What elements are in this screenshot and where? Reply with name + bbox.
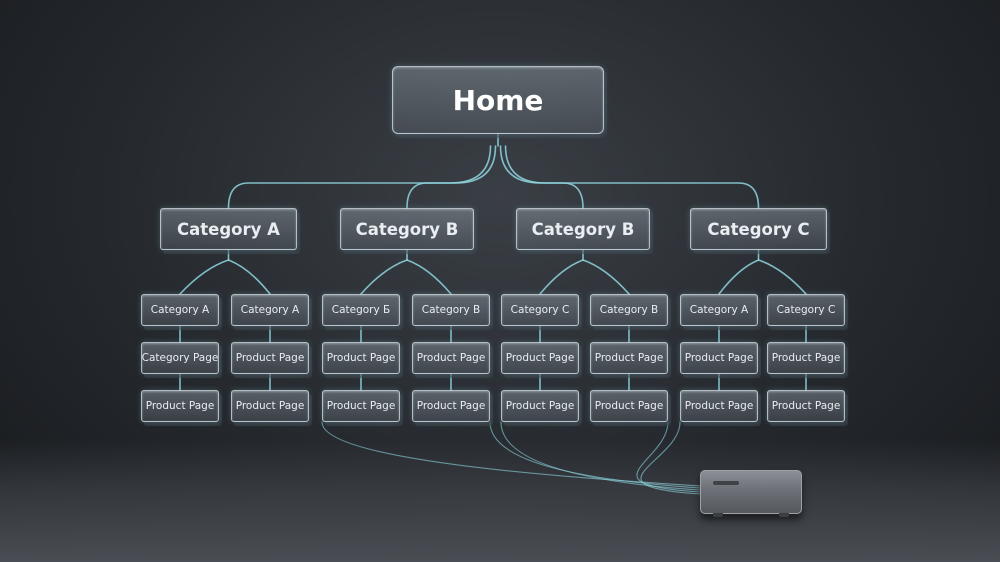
leaf-label: Category Б [331, 304, 391, 316]
leaf-node: Product Page [412, 342, 490, 374]
category-to-page-line [718, 259, 760, 295]
leaf-label: Category A [689, 304, 749, 316]
root-to-category-line [227, 145, 492, 209]
category-to-page-line [757, 259, 807, 295]
leaf-node: Product Page [590, 342, 668, 374]
category-to-page-line [406, 259, 452, 295]
leaf-label: Product Page [505, 400, 575, 412]
leaf-node: Product Page [590, 390, 668, 422]
root-to-category-line [406, 145, 497, 209]
leaf-label: Category A [240, 304, 300, 316]
device-foot [779, 513, 789, 517]
category-to-page-line [582, 259, 630, 295]
leaf-label: Product Page [145, 400, 215, 412]
leaf-label: Category A [150, 304, 210, 316]
category-to-page-line [227, 259, 271, 295]
leaf-label: Product Page [505, 352, 575, 364]
leaf-label: Product Page [326, 400, 396, 412]
leaf-node: Category A [231, 294, 309, 326]
leaf-node: Category B [412, 294, 490, 326]
leaf-node: Product Page [767, 390, 845, 422]
category-b-node: Category B [516, 208, 650, 250]
leaf-label: Product Page [416, 352, 486, 364]
leaf-label: Product Page [684, 400, 754, 412]
root-to-category-line [504, 145, 760, 209]
device-cable-line [500, 421, 701, 491]
leaf-label: Product Page [594, 352, 664, 364]
leaf-label: Product Page [771, 400, 841, 412]
leaf-label: Category C [776, 304, 836, 316]
leaf-node: Product Page [141, 390, 219, 422]
device-cable-line [489, 421, 701, 489]
leaf-node: Product Page [231, 342, 309, 374]
leaf-label: Category C [510, 304, 570, 316]
category-to-page-line [360, 259, 408, 295]
leaf-label: Category B [421, 304, 481, 316]
home-label: Home [452, 83, 544, 117]
leaf-label: Category Page [141, 352, 219, 364]
device-slot [713, 481, 739, 485]
leaf-node: Product Page [501, 342, 579, 374]
leaf-label: Product Page [326, 352, 396, 364]
category-a-node: Category A [160, 208, 297, 250]
leaf-node: Product Page [501, 390, 579, 422]
leaf-node: Product Page [680, 342, 758, 374]
leaf-node: Category Page [141, 342, 219, 374]
leaf-label: Product Page [235, 352, 305, 364]
leaf-node: Product Page [322, 342, 400, 374]
leaf-label: Category B [599, 304, 659, 316]
category-to-page-line [539, 259, 584, 295]
category-label: Category B [355, 219, 459, 239]
category-to-page-line [179, 259, 230, 295]
leaf-label: Product Page [416, 400, 486, 412]
leaf-label: Product Page [684, 352, 754, 364]
category-label: Category A [177, 219, 280, 239]
category-b-node: Category B [340, 208, 474, 250]
leaf-label: Product Page [235, 400, 305, 412]
leaf-node: Product Page [767, 342, 845, 374]
leaf-node: Category B [590, 294, 668, 326]
leaf-node: Category C [767, 294, 845, 326]
leaf-node: Category Б [322, 294, 400, 326]
category-label: Category B [531, 219, 635, 239]
leaf-node: Product Page [231, 390, 309, 422]
home-node: Home [392, 66, 604, 134]
leaf-node: Product Page [412, 390, 490, 422]
device-cable-line [636, 421, 701, 493]
device-foot [713, 513, 723, 517]
leaf-node: Category A [680, 294, 758, 326]
category-label: Category C [707, 219, 810, 239]
root-to-category-line [499, 145, 584, 209]
leaf-node: Product Page [680, 390, 758, 422]
category-c-node: Category C [690, 208, 827, 250]
leaf-node: Category A [141, 294, 219, 326]
leaf-label: Product Page [771, 352, 841, 364]
device-cable-line [640, 421, 701, 495]
device-cable-line [321, 421, 701, 487]
floor [0, 440, 1000, 562]
leaf-node: Category C [501, 294, 579, 326]
leaf-label: Product Page [594, 400, 664, 412]
leaf-node: Product Page [322, 390, 400, 422]
server-box-icon [700, 470, 802, 517]
